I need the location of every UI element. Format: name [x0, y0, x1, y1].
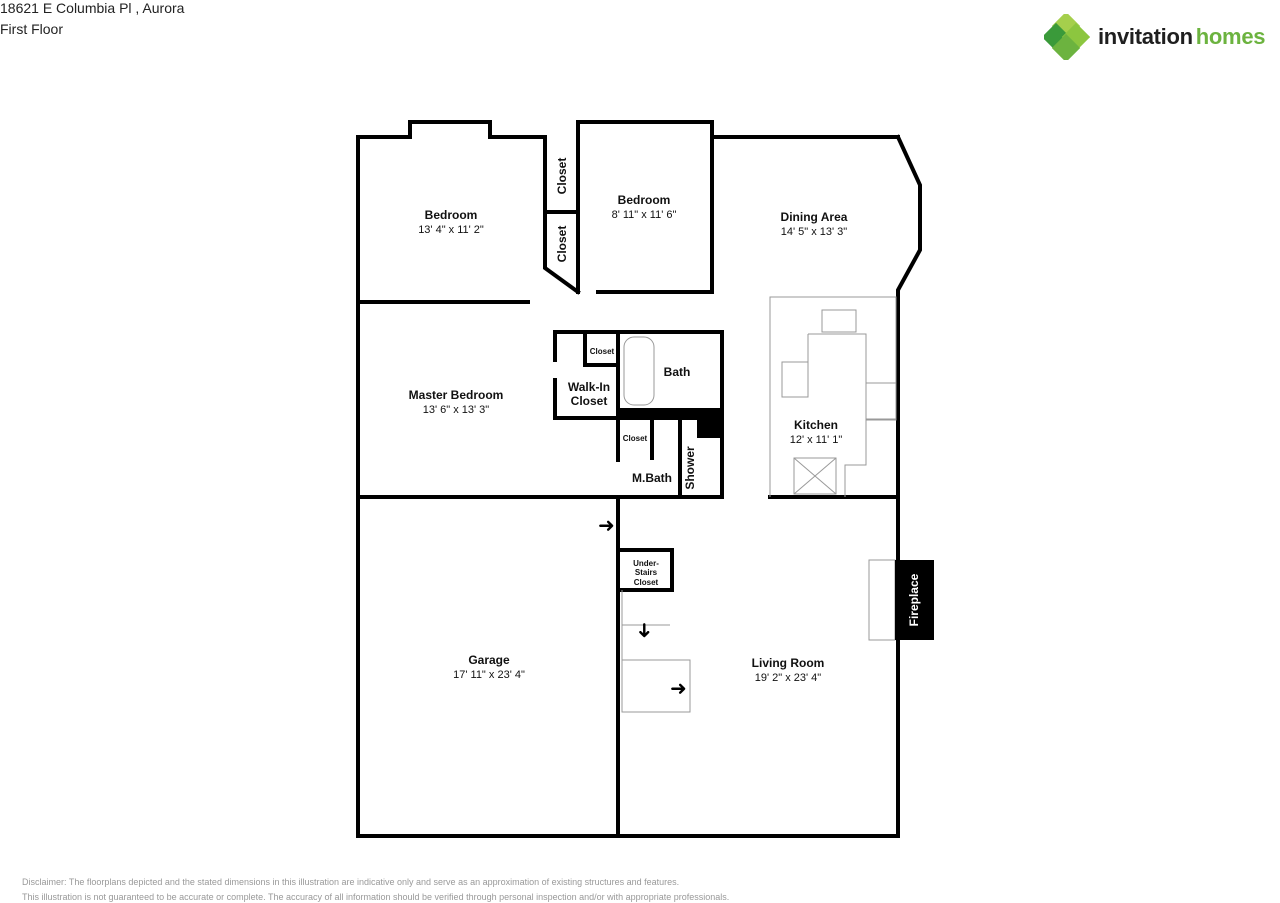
m-bath-label: M.Bath — [632, 471, 672, 485]
closet-label: Closet — [590, 347, 615, 356]
kitchen-dim: 12' x 11' 1" — [790, 434, 843, 446]
logo-word-homes: homes — [1195, 24, 1266, 49]
closet-label: Closet — [623, 434, 648, 443]
stairs-arrow-right-icon: ➜ — [670, 678, 687, 700]
dining-dim: 14' 5" x 13' 3" — [781, 226, 848, 238]
under-stairs-label-1: Under- — [633, 559, 659, 568]
entry-arrow-icon: ➜ — [598, 515, 615, 537]
closet-label: Closet — [555, 226, 569, 263]
disclaimer-line-1: Disclaimer: The floorplans depicted and … — [22, 877, 680, 887]
kitchen-name: Kitchen — [794, 418, 838, 432]
under-stairs-label-3: Closet — [634, 578, 659, 587]
fireplace-label: Fireplace — [907, 573, 921, 626]
bedroom1-name: Bedroom — [425, 208, 478, 222]
walls — [356, 120, 922, 838]
shower-label: Shower — [683, 446, 697, 490]
master-name: Master Bedroom — [409, 388, 504, 402]
floor-label: First Floor — [0, 21, 63, 37]
garage-name: Garage — [468, 653, 510, 667]
address-title: 18621 E Columbia Pl , Aurora — [0, 0, 185, 16]
under-stairs-label-2: Stairs — [635, 568, 658, 577]
garage-dim: 17' 11" x 23' 4" — [453, 669, 525, 681]
master-dim: 13' 6" x 13' 3" — [423, 404, 490, 416]
disclaimer-line-2: This illustration is not guaranteed to b… — [22, 892, 730, 902]
bedroom1-dim: 13' 4" x 11' 2" — [418, 224, 484, 236]
invitation-homes-logo: invitation homes — [1044, 14, 1266, 60]
bath-label: Bath — [664, 365, 691, 379]
fireplace — [895, 560, 934, 640]
dining-name: Dining Area — [781, 210, 848, 224]
bedroom2-name: Bedroom — [618, 193, 671, 207]
logo-word-invitation: invitation — [1098, 24, 1193, 49]
walk-in-closet-label-2: Closet — [571, 394, 608, 408]
living-dim: 19' 2" x 23' 4" — [755, 672, 822, 684]
walk-in-closet-label-1: Walk-In — [568, 380, 610, 394]
stairs-arrow-icon: ➜ — [633, 622, 655, 639]
logo-mark-icon — [1044, 14, 1090, 60]
living-name: Living Room — [752, 656, 825, 670]
kitchen-counters — [623, 296, 897, 641]
bedroom2-dim: 8' 11" x 11' 6" — [612, 209, 677, 221]
closet-label: Closet — [555, 158, 569, 195]
